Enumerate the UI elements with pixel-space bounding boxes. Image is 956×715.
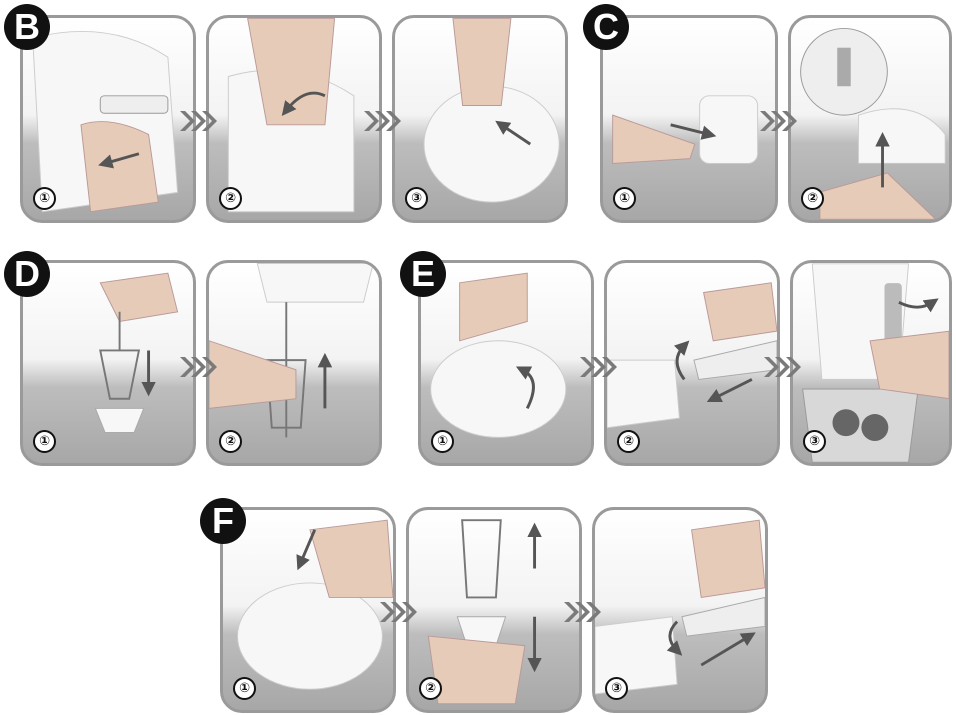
step-panel-f3: ③ (592, 507, 768, 713)
chevron-arrows-icon (378, 600, 418, 624)
section-badge-c: C (583, 4, 629, 50)
step-panel-f1: ① (220, 507, 396, 713)
step-panel-f2: ② (406, 507, 582, 713)
chevron-arrows-icon (578, 355, 618, 379)
chevron-arrows-icon (562, 600, 602, 624)
step-number: ③ (405, 187, 428, 210)
step-number: ① (431, 430, 454, 453)
step-panel-c2: ② (788, 15, 952, 223)
step-number: ① (233, 677, 256, 700)
section-badge-b: B (4, 4, 50, 50)
step-number: ② (219, 187, 242, 210)
step-panel-b1: ① (20, 15, 196, 223)
step-number: ③ (605, 677, 628, 700)
step-panel-e1: ① (418, 260, 594, 466)
step-number: ② (419, 677, 442, 700)
step-panel-e2: ② (604, 260, 780, 466)
chevron-arrows-icon (758, 109, 798, 133)
section-badge-d: D (4, 251, 50, 297)
step-number: ① (33, 430, 56, 453)
step-panel-e3: ③ (790, 260, 952, 466)
chevron-arrows-icon (762, 355, 802, 379)
step-number: ② (219, 430, 242, 453)
step-number: ② (801, 187, 824, 210)
chevron-arrows-icon (178, 109, 218, 133)
step-number: ① (33, 187, 56, 210)
section-badge-e: E (400, 251, 446, 297)
step-panel-d1: ① (20, 260, 196, 466)
section-badge-f: F (200, 498, 246, 544)
step-panel-c1: ① (600, 15, 778, 223)
step-number: ③ (803, 430, 826, 453)
step-panel-b2: ② (206, 15, 382, 223)
step-number: ① (613, 187, 636, 210)
step-number: ② (617, 430, 640, 453)
step-panel-b3: ③ (392, 15, 568, 223)
chevron-arrows-icon (362, 109, 402, 133)
step-panel-d2: ② (206, 260, 382, 466)
chevron-arrows-icon (178, 355, 218, 379)
